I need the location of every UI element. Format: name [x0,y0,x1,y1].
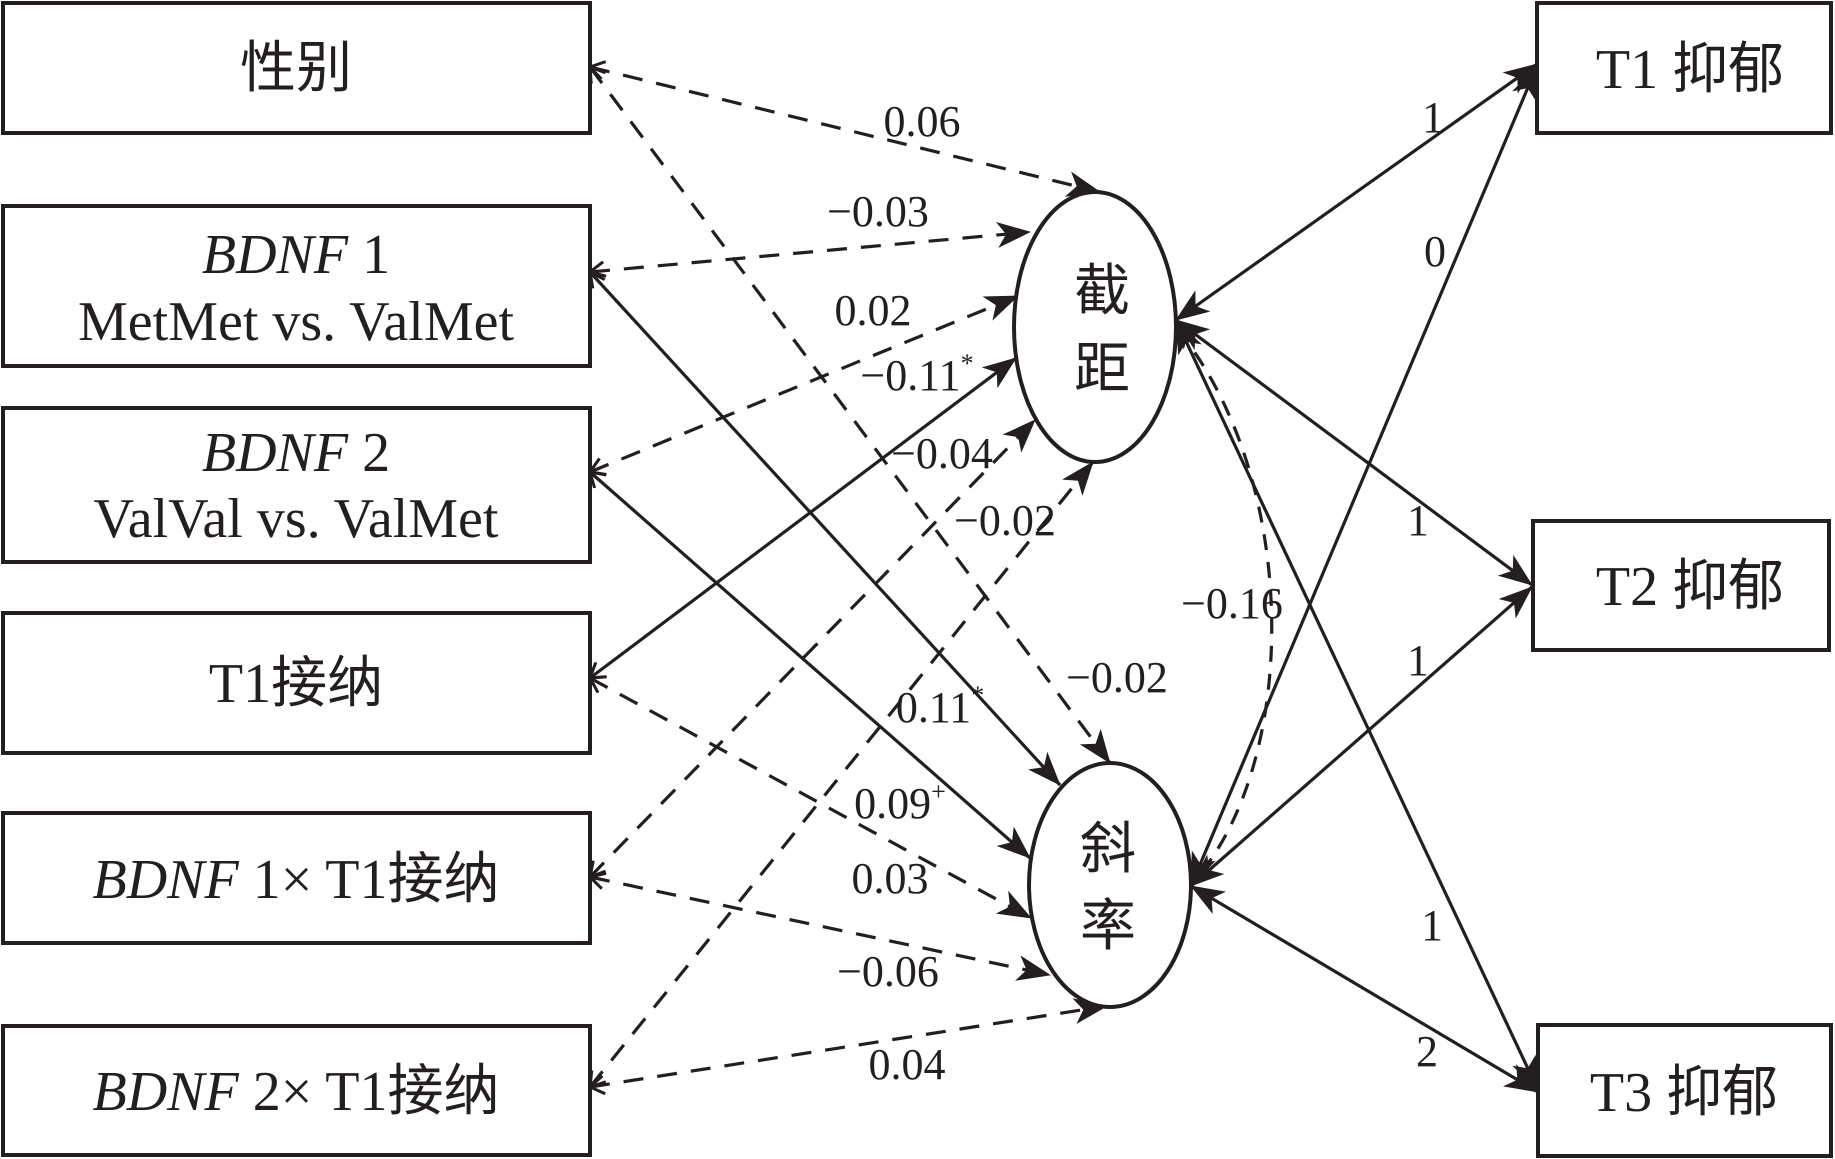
predictor-box [1,406,592,564]
predictor-box [1,811,592,945]
outcome-label: T3 抑郁 [1590,1062,1778,1124]
outcome-label: T1 抑郁 [1596,39,1784,101]
predictor-label: BDNF 1× T1接纳 [93,849,500,911]
predictor-label: 性别 [240,38,352,100]
latent-label-top: 斜 [1080,819,1136,881]
predictor-acceptance: T1接纳 [1,611,592,755]
coef-bdnf2-slope: 0.09+ [854,777,946,828]
predictor-label-line1: BDNF 2 [202,422,390,484]
coef-bdnf2x-slope: 0.04 [869,1040,946,1089]
latent-label-bottom: 距 [1074,339,1130,401]
coef-bdnf1x-slope: −0.06 [837,947,939,996]
loading-slope-t3: 2 [1416,1027,1438,1076]
loading-intercept-t2: 1 [1407,496,1429,545]
predictor-bdnf2-x-acceptance: BDNF 2× T1接纳 [1,1024,592,1157]
coefficient-labels: 0.06 −0.02 −0.03 0.11* 0.02 0.09+ −0.11*… [827,97,1168,1089]
predictor-bdnf1-x-acceptance: BDNF 1× T1接纳 [1,811,592,945]
outcome-box [1531,519,1831,652]
predictor-label: T1接纳 [209,653,383,715]
loading-intercept-t1: 1 [1422,93,1444,142]
coef-acceptance-intercept: −0.11* [860,349,973,400]
loading-slope-to-t2dep [1189,585,1534,888]
latent-label-top: 截 [1074,261,1130,323]
loading-slope-to-t1dep [1189,65,1539,887]
loading-slope-to-t3dep [1190,884,1539,1094]
covariance-curve [1176,328,1274,882]
loading-intercept-to-t2dep [1175,318,1533,587]
outcome-box [1535,1,1833,135]
coef-gender-intercept: 0.06 [884,97,961,146]
predictor-bdnf1: BDNF 1 MetMet vs. ValMet [1,204,592,368]
latent-ellipse [1027,761,1193,1009]
predictor-label-line2: ValVal vs. ValMet [94,488,499,550]
predictor-box [1,1,592,135]
coef-bdnf2-intercept: 0.02 [835,286,912,335]
latent-label-bottom: 率 [1080,896,1136,958]
predictor-box [1,204,592,368]
predictor-label-line2: MetMet vs. ValMet [78,291,514,353]
outcome-box [1536,1023,1833,1158]
loading-labels: 1 0 1 1 1 2 [1407,93,1446,1076]
loading-slope-t1: 0 [1424,227,1446,276]
coef-bdnf1-intercept: −0.03 [827,187,929,236]
predictor-gender: 性别 [1,1,592,135]
outcome-label: T2 抑郁 [1596,556,1784,618]
latent-intercept: 截 距 [1012,190,1178,464]
coef-bdnf1-slope: 0.11* [896,681,984,732]
predictor-label: BDNF 2× T1接纳 [93,1061,500,1123]
path-bdnf1-to-intercept [590,232,1030,272]
coef-bdnf2x-intercept: −0.02 [954,496,1056,545]
outcome-t1-depression: T1 抑郁 [1535,1,1833,135]
outcome-t2-depression: T2 抑郁 [1531,519,1831,652]
predictor-label-line1: BDNF 1 [202,224,390,286]
path-acceptance-to-intercept [590,356,1017,678]
coef-gender-slope: −0.02 [1066,653,1168,702]
loading-intercept-to-t3dep [1174,319,1540,1091]
path-bdnf2x-to-slope [590,1006,1107,1087]
predictor-bdnf2: BDNF 2 ValVal vs. ValMet [1,406,592,564]
loading-slope-t2: 1 [1407,636,1429,685]
latent-ellipse [1012,190,1178,464]
paths-layer [590,64,1540,1094]
coef-bdnf1x-intercept: −0.04 [891,429,993,478]
coef-acceptance-slope: 0.03 [852,854,929,903]
loading-intercept-t3: 1 [1421,901,1443,950]
predictor-box [1,1024,592,1157]
predictor-box [1,611,592,755]
path-gender-to-intercept [590,67,1100,192]
latent-slope: 斜 率 [1027,761,1193,1009]
outcome-t3-depression: T3 抑郁 [1536,1023,1833,1158]
covariance-label: −0.16 [1181,579,1283,628]
